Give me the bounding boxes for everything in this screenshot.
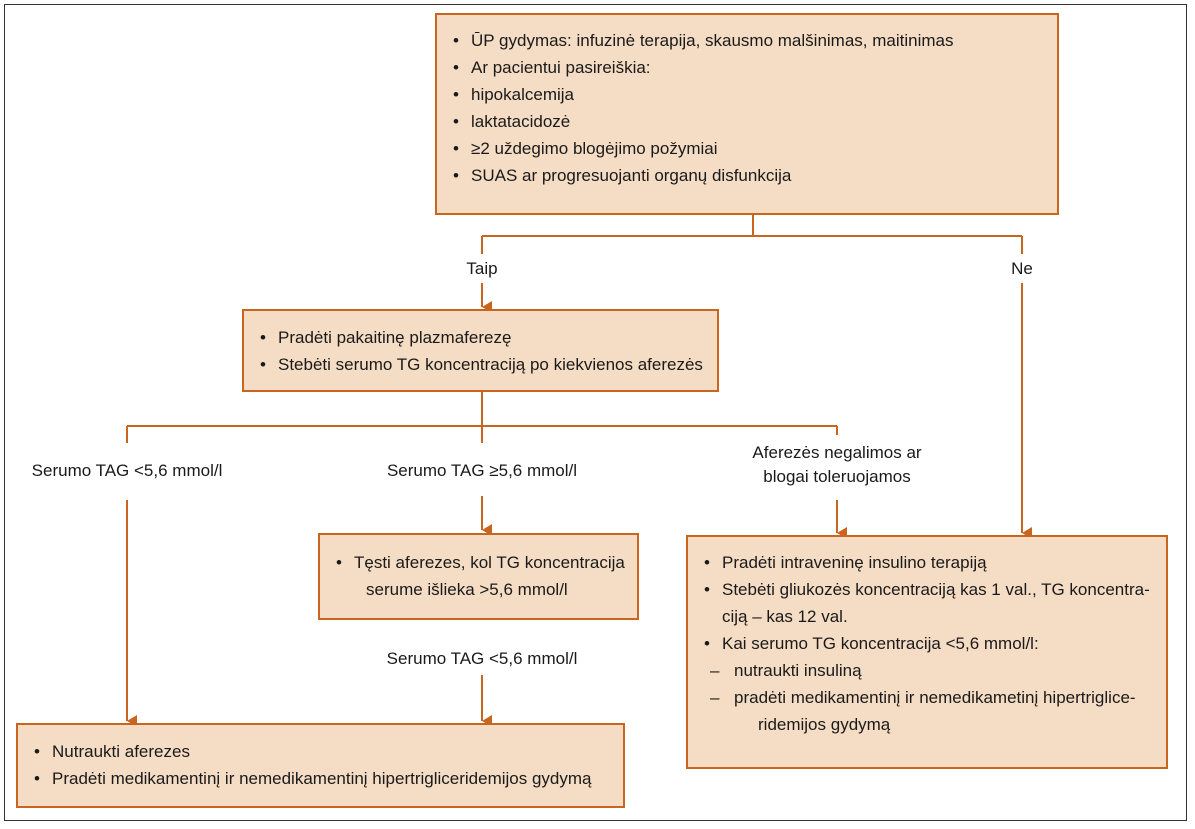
node-stop-apheresis-item: Nutraukti aferezes [30,738,615,765]
node-plasmapheresis-item: Stebėti serumo TG koncentraciją po kiekv… [256,351,707,378]
node-continue-apheresis-item-cont: serume išlieka >5,6 mmol/l [366,580,568,599]
node-plasmapheresis: Pradėti pakaitinę plazmaferezę Stebėti s… [242,309,719,392]
node-insulin-therapy-subitem: pradėti medikamentinį ir nemedikametinį … [700,684,1158,711]
node-initial-treatment: ŪP gydymas: infuzinė terapija, skausmo m… [435,13,1059,215]
node-initial-treatment-item: hipokalcemija [449,81,1047,108]
node-continue-apheresis-item: Tęsti aferezes, kol TG koncentracija [332,549,629,576]
node-initial-treatment-item: ≥2 uždegimo blogėjimo požymiai [449,135,1047,162]
diagram-frame [4,4,1187,821]
node-insulin-therapy-subitem-cont: ridemijos gydymą [758,715,891,734]
node-insulin-therapy-item: Pradėti intraveninę insulino terapiją [700,549,1158,576]
node-initial-treatment-item: ŪP gydymas: infuzinė terapija, skausmo m… [449,27,1047,54]
edge-label-apheresis-impossible-line: Aferezės negalimos ar [752,443,922,462]
edge-label-no: Ne [1011,259,1033,278]
node-stop-apheresis-item: Pradėti medikamentinį ir nemedikamentinį… [30,765,615,792]
node-initial-treatment-item: Ar pacientui pasireiškia: [449,54,1047,81]
edge-label-tag-low-center: Serumo TAG <5,6 mmol/l [386,649,578,668]
node-continue-apheresis: Tęsti aferezes, kol TG koncentracija ser… [318,533,639,620]
node-insulin-therapy: Pradėti intraveninę insulino terapiją St… [686,535,1168,769]
edge-label-tag-low-left: Serumo TAG <5,6 mmol/l [31,461,223,480]
node-initial-treatment-item: laktatacidozė [449,108,1047,135]
node-insulin-therapy-item-cont: ciją – kas 12 val. [722,607,848,626]
node-initial-treatment-item: SUAS ar progresuojanti organų disfunkcij… [449,162,1047,189]
edge-label-apheresis-impossible-line: blogai toleruojamos [763,467,911,486]
node-insulin-therapy-subitem: nutraukti insuliną [700,657,1158,684]
node-insulin-therapy-item: Stebėti gliukozės koncentraciją kas 1 va… [700,576,1158,603]
node-insulin-therapy-item: Kai serumo TG koncentracija <5,6 mmol/l: [700,630,1158,657]
edge-label-tag-high: Serumo TAG ≥5,6 mmol/l [386,461,578,480]
edge-label-apheresis-impossible: Aferezės negalimos ar blogai toleruojamo… [712,441,962,489]
node-plasmapheresis-item: Pradėti pakaitinę plazmaferezę [256,324,707,351]
node-stop-apheresis: Nutraukti aferezes Pradėti medikamentinį… [16,723,625,808]
edge-label-yes: Taip [466,259,498,278]
